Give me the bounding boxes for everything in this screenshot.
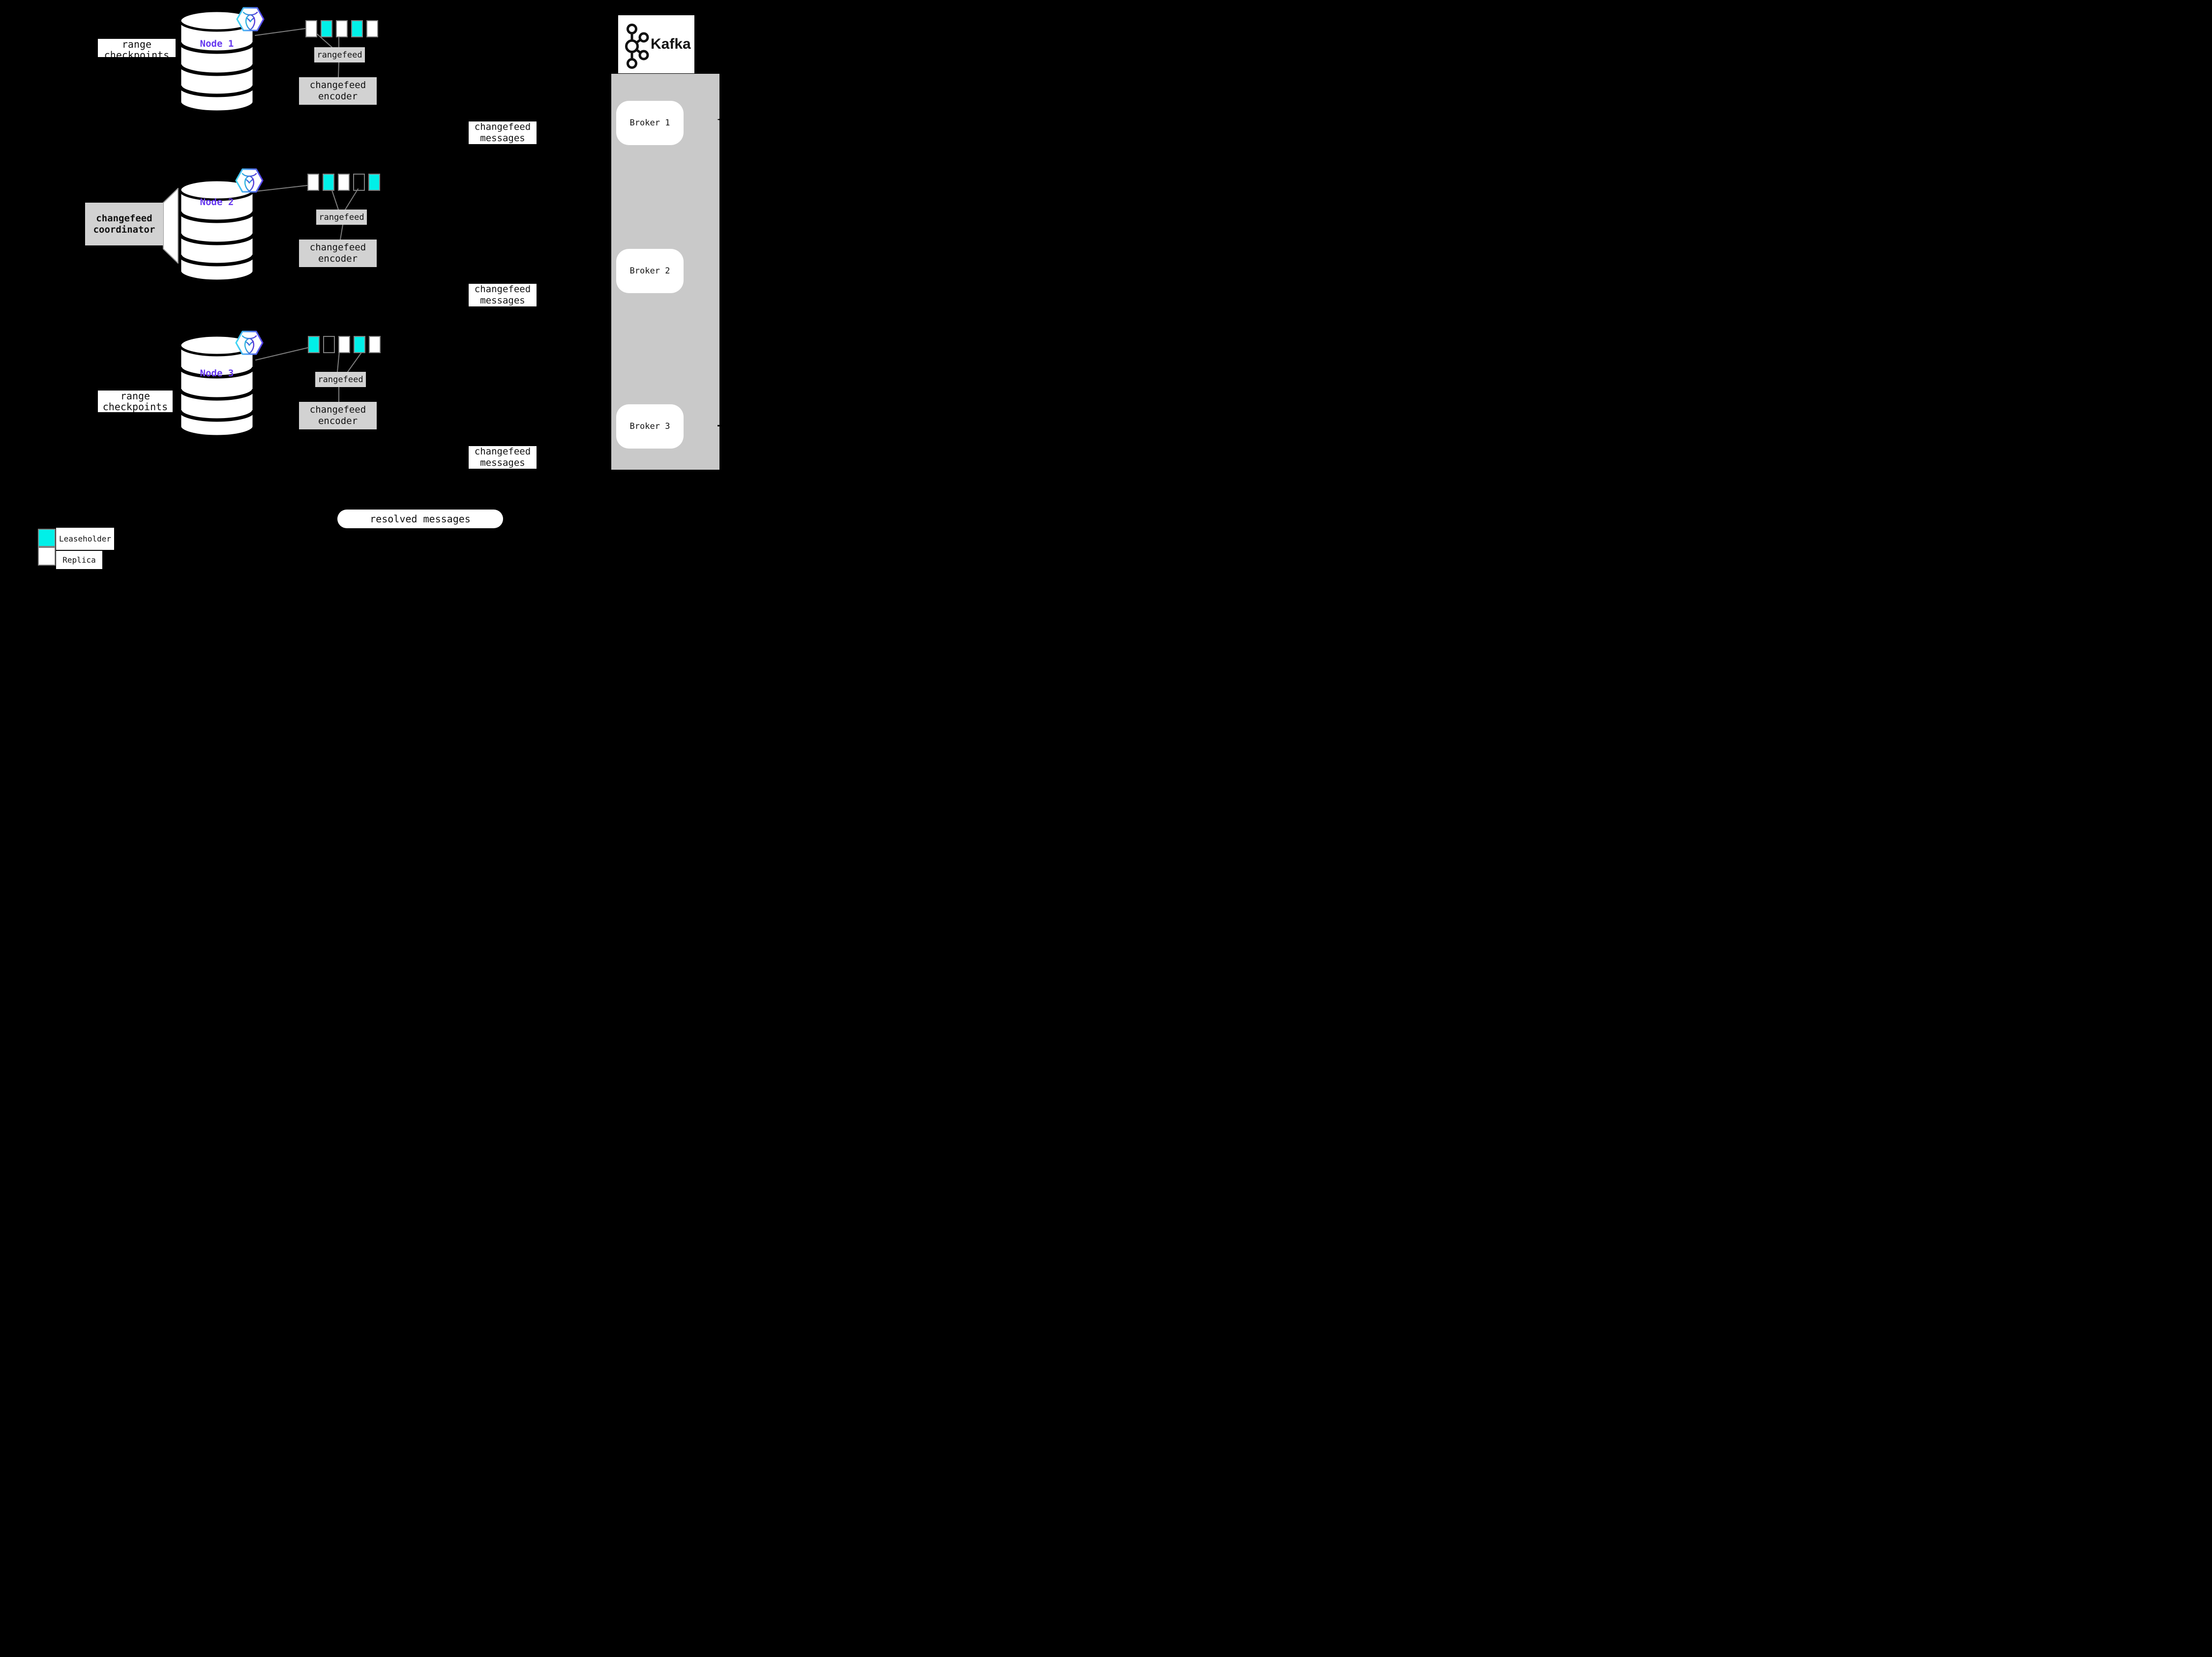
range-square-leaseholder <box>351 20 363 37</box>
arrowhead-into-broker1 <box>717 118 722 426</box>
coordinator-line2: coordinator <box>93 224 155 235</box>
node1-rangefeed-box: rangefeed <box>314 47 365 62</box>
coordinator-flag-shape <box>163 188 179 264</box>
range-checkpoints-line1: range <box>121 39 152 50</box>
range-square-leaseholder <box>354 336 365 353</box>
range-square-replica <box>366 20 378 37</box>
node2-changefeed-encoder-box: changefeed encoder <box>299 240 377 267</box>
messages-line2: messages <box>480 457 525 468</box>
node1-label: Node 1 <box>200 38 234 49</box>
node3-range-checkpoints-label: range checkpoints <box>98 391 173 412</box>
messages-line2: messages <box>480 295 525 306</box>
encoder-line1: changefeed <box>309 80 366 90</box>
node3-ranges <box>308 336 381 353</box>
resolved-messages-pill: resolved messages <box>337 510 503 528</box>
node2-ranges <box>307 174 380 191</box>
encoder-line1: changefeed <box>309 404 366 415</box>
node1-changefeed-messages-label: changefeed messages <box>469 121 537 144</box>
node2-label: Node 2 <box>200 197 234 208</box>
node3-changefeed-encoder-box: changefeed encoder <box>299 402 377 429</box>
legend-replica-swatch <box>38 547 56 566</box>
range-square-leaseholder <box>321 20 332 37</box>
encoder-line2: encoder <box>318 91 358 102</box>
broker-1: Broker 1 <box>616 101 684 145</box>
connector-lines <box>255 28 363 402</box>
node1-changefeed-encoder-box: changefeed encoder <box>299 77 377 105</box>
range-square-none <box>323 336 335 353</box>
node3-rangefeed-box: rangefeed <box>315 372 366 387</box>
node2-database-cylinder <box>179 179 255 282</box>
kafka-icon <box>625 24 649 69</box>
node3-changefeed-messages-label: changefeed messages <box>469 446 537 469</box>
node2-changefeed-messages-label: changefeed messages <box>469 284 537 306</box>
broker-2: Broker 2 <box>616 249 684 293</box>
messages-line1: changefeed <box>474 121 531 132</box>
legend-leaseholder-swatch <box>38 529 56 547</box>
encoder-line1: changefeed <box>309 242 366 253</box>
range-square-leaseholder <box>368 174 380 191</box>
node1-database-cylinder <box>179 10 255 113</box>
range-square-leaseholder <box>323 174 334 191</box>
range-square-replica <box>336 20 348 37</box>
coordinator-line1: changefeed <box>96 212 152 224</box>
broker-3: Broker 3 <box>616 404 684 449</box>
cockroachdb-icon <box>236 7 265 31</box>
node2-rangefeed-box: rangefeed <box>316 210 367 225</box>
range-square-replica <box>338 336 350 353</box>
node3-label: Node 3 <box>200 368 234 379</box>
range-checkpoints-line2: checkpoints <box>102 401 168 412</box>
messages-line1: changefeed <box>474 446 531 457</box>
range-square-replica <box>369 336 381 353</box>
node3-database-cylinder <box>179 334 255 437</box>
legend-replica-label: Replica <box>56 551 102 569</box>
legend-leaseholder-label: Leaseholder <box>56 528 114 550</box>
encoder-line2: encoder <box>318 253 358 264</box>
changefeed-architecture-diagram: Node 1 Node 2 Node 3 <box>0 0 771 577</box>
range-square-leaseholder <box>308 336 320 353</box>
messages-line2: messages <box>480 133 525 144</box>
node1-range-checkpoints-label: range checkpoints <box>98 39 176 57</box>
encoder-line2: encoder <box>318 416 358 426</box>
range-square-replica <box>338 174 350 191</box>
kafka-title: Kafka <box>651 36 691 52</box>
messages-line1: changefeed <box>474 284 531 295</box>
node1-ranges <box>305 20 378 37</box>
range-square-replica <box>305 20 317 37</box>
range-square-replica <box>307 174 319 191</box>
cockroachdb-icon <box>235 331 264 355</box>
range-checkpoints-line1: range <box>120 391 150 402</box>
range-square-none <box>353 174 365 191</box>
cockroachdb-icon <box>235 168 264 193</box>
range-checkpoints-line2: checkpoints <box>104 49 170 57</box>
changefeed-coordinator-box: changefeed coordinator <box>85 203 163 245</box>
